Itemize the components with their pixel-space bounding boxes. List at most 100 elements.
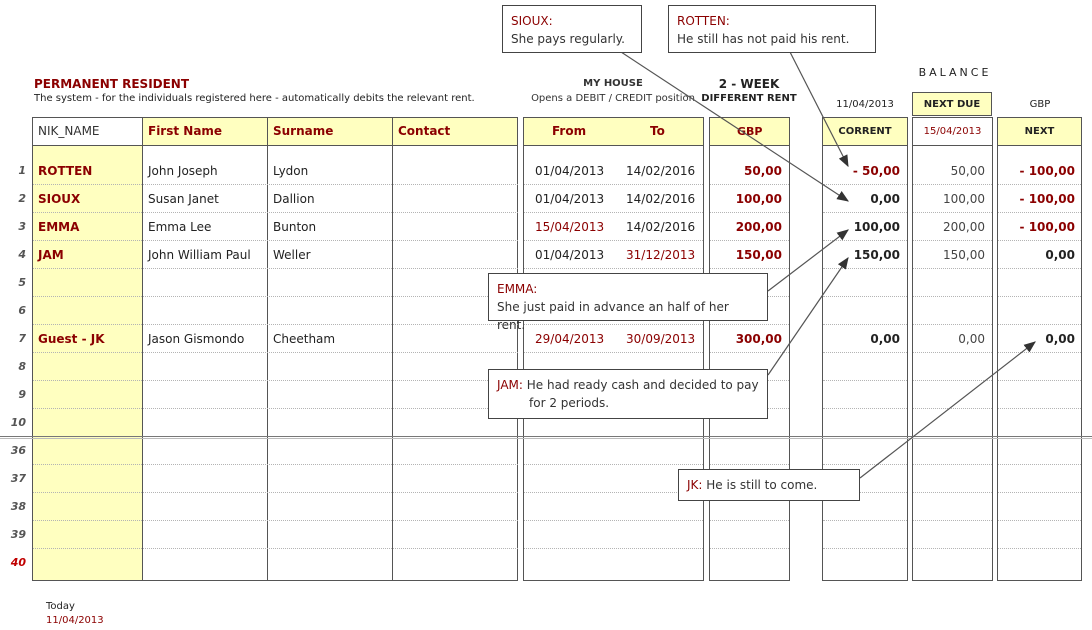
col-to[interactable]: To <box>650 124 665 138</box>
my-house-subtitle: Opens a DEBIT / CREDIT position <box>531 93 695 104</box>
surname-cell[interactable]: Dallion <box>273 192 315 206</box>
first-name-cell[interactable]: Susan Janet <box>148 192 219 206</box>
callout-emma: EMMA: She just paid in advance an half o… <box>488 273 768 332</box>
first-name-cell[interactable]: John Joseph <box>148 164 218 178</box>
surname-cell[interactable]: Bunton <box>273 220 317 234</box>
to-date-cell[interactable]: 14/02/2016 <box>626 164 696 178</box>
col-next[interactable]: NEXT <box>1024 125 1055 137</box>
current-balance-cell[interactable]: 0,00 <box>870 332 900 346</box>
row-number: 5 <box>18 276 26 289</box>
first-name-cell[interactable]: Jason Gismondo <box>148 332 245 346</box>
callout-rotten: ROTTEN: He still has not paid his rent. <box>668 5 876 53</box>
callout-rotten-name: ROTTEN: <box>677 14 730 28</box>
nikname-cell[interactable]: Guest - JK <box>38 332 105 346</box>
next-due-label: NEXT DUE <box>912 92 992 116</box>
to-date-cell[interactable]: 30/09/2013 <box>626 332 696 346</box>
callout-jk-name: JK: <box>687 478 703 492</box>
callout-jam-name: JAM: <box>497 378 523 392</box>
row-number: 6 <box>18 304 26 317</box>
balance-title: BALANCE <box>918 66 992 79</box>
col-from[interactable]: From <box>552 124 587 138</box>
row-number: 3 <box>18 220 26 233</box>
col-current[interactable]: CORRENT <box>838 125 892 137</box>
week-subtitle: DIFFERENT RENT <box>701 93 797 104</box>
gbp-cell[interactable]: 300,00 <box>735 332 782 346</box>
col-surname[interactable]: Surname <box>273 124 334 138</box>
nikname-cell[interactable]: ROTTEN <box>38 164 93 178</box>
arrow-rotten <box>789 51 849 168</box>
gbp-cell[interactable]: 50,00 <box>744 164 782 178</box>
current-balance-cell[interactable]: 100,00 <box>853 220 900 234</box>
current-panel <box>822 117 908 581</box>
surname-cell[interactable]: Lydon <box>273 164 309 178</box>
callout-jk-text: He is still to come. <box>706 478 818 492</box>
gbp-cell[interactable]: 150,00 <box>735 248 782 262</box>
row-number: 4 <box>18 248 26 261</box>
gbp-label: GBP <box>1029 99 1051 110</box>
surname-cell[interactable]: Cheetham <box>273 332 336 346</box>
current-balance-cell[interactable]: 0,00 <box>870 192 900 206</box>
col-gbp[interactable]: GBP <box>737 124 763 138</box>
col-next-due-date[interactable]: 15/04/2013 <box>923 125 982 137</box>
next-due-cell[interactable]: 0,00 <box>958 332 985 346</box>
today-label: Today <box>46 601 75 612</box>
callout-sioux-name: SIOUX: <box>511 14 553 28</box>
first-name-cell[interactable]: Emma Lee <box>148 220 212 234</box>
callout-rotten-text: He still has not paid his rent. <box>677 32 850 46</box>
next-balance-cell[interactable]: - 100,00 <box>1019 164 1075 178</box>
due-panel <box>912 117 993 581</box>
callout-sioux-text: She pays regularly. <box>511 32 625 46</box>
col-first-name[interactable]: First Name <box>148 124 223 138</box>
gbp-cell[interactable]: 100,00 <box>735 192 782 206</box>
today-value: 11/04/2013 <box>46 615 104 626</box>
next-due-cell[interactable]: 200,00 <box>943 220 985 234</box>
callout-emma-name: EMMA: <box>497 282 538 296</box>
row-number: 37 <box>10 472 26 485</box>
arrow-emma <box>767 229 849 292</box>
from-date-cell[interactable]: 29/04/2013 <box>535 332 605 346</box>
nikname-cell[interactable]: SIOUX <box>38 192 81 206</box>
from-date-cell[interactable]: 01/04/2013 <box>535 192 605 206</box>
from-date-cell[interactable]: 15/04/2013 <box>535 220 605 234</box>
callout-jam-text-2: for 2 periods. <box>529 396 610 410</box>
callout-sioux: SIOUX: She pays regularly. <box>502 5 642 53</box>
arrow-jam <box>767 257 849 376</box>
row-number: 40 <box>10 556 26 569</box>
next-balance-cell[interactable]: - 100,00 <box>1019 220 1075 234</box>
to-date-cell[interactable]: 31/12/2013 <box>626 248 696 262</box>
next-panel <box>997 117 1082 581</box>
rent-panel <box>709 117 790 581</box>
from-date-cell[interactable]: 01/04/2013 <box>535 164 605 178</box>
next-due-cell[interactable]: 150,00 <box>943 248 985 262</box>
row-number: 1 <box>18 164 26 177</box>
row-number: 36 <box>10 444 26 457</box>
balance-date: 11/04/2013 <box>836 99 894 110</box>
col-contact[interactable]: Contact <box>398 124 451 138</box>
nikname-cell[interactable]: JAM <box>38 248 64 262</box>
nickname-column-fill <box>33 146 142 580</box>
nikname-cell[interactable]: EMMA <box>38 220 80 234</box>
week-title: 2 - WEEK <box>718 77 780 91</box>
callout-jam-text-1: He had ready cash and decided to pay <box>526 378 759 392</box>
to-date-cell[interactable]: 14/02/2016 <box>626 220 696 234</box>
period-panel <box>523 117 704 581</box>
next-balance-cell[interactable]: 0,00 <box>1045 248 1075 262</box>
callout-jk: JK: He is still to come. <box>678 469 860 501</box>
col-nikname[interactable]: NIK_NAME <box>38 124 100 138</box>
arrow-sioux <box>617 49 850 202</box>
row-number: 38 <box>10 500 26 513</box>
current-balance-cell[interactable]: - 50,00 <box>852 164 900 178</box>
next-balance-cell[interactable]: 0,00 <box>1045 332 1075 346</box>
to-date-cell[interactable]: 14/02/2016 <box>626 192 696 206</box>
my-house-title: MY HOUSE <box>583 78 643 89</box>
current-balance-cell[interactable]: 150,00 <box>853 248 900 262</box>
from-date-cell[interactable]: 01/04/2013 <box>535 248 605 262</box>
page-subtitle: The system - for the individuals registe… <box>34 93 475 104</box>
gbp-cell[interactable]: 200,00 <box>735 220 782 234</box>
first-name-cell[interactable]: John William Paul <box>148 248 251 262</box>
surname-cell[interactable]: Weller <box>273 248 311 262</box>
next-balance-cell[interactable]: - 100,00 <box>1019 192 1075 206</box>
next-due-cell[interactable]: 100,00 <box>943 192 985 206</box>
next-due-cell[interactable]: 50,00 <box>950 164 985 178</box>
